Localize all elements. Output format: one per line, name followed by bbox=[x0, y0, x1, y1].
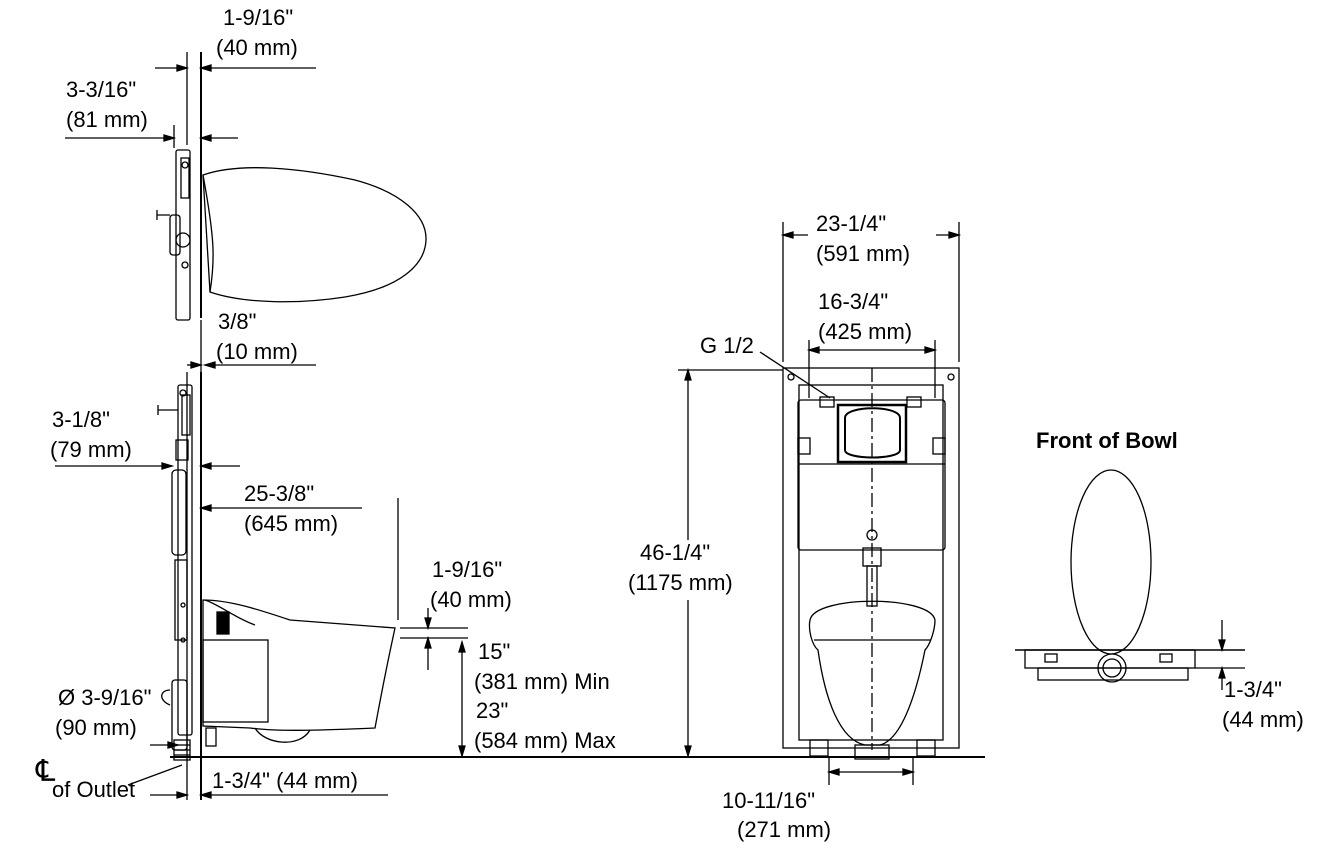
seat-thickness-mm-label: (40 mm) bbox=[430, 587, 512, 612]
top-gap-mm-label: (10 mm) bbox=[216, 339, 298, 364]
top-water-in-label: 1-9/16" bbox=[223, 5, 294, 30]
front-offset-mm-label: (44 mm) bbox=[1222, 707, 1304, 732]
feet-width-in-label: 10-11/16" bbox=[722, 788, 816, 813]
outlet-offset-label: 1-3/4" (44 mm) bbox=[212, 768, 358, 793]
seat-thickness-in-label: 1-9/16" bbox=[432, 557, 503, 582]
bowl-depth-mm-label: (645 mm) bbox=[244, 511, 339, 536]
height-min-in-label: 15" bbox=[478, 639, 511, 664]
centerline-symbol: ℄ bbox=[36, 755, 56, 788]
side-frame-mm-label: (79 mm) bbox=[50, 437, 132, 462]
outlet-dia-mm-label: (90 mm) bbox=[55, 715, 137, 740]
connection-label: G 1/2 bbox=[700, 333, 754, 358]
side-frame-in-label: 3-1/8" bbox=[52, 407, 110, 432]
top-view bbox=[65, 52, 427, 375]
top-frame-in-label: 3-3/16" bbox=[66, 77, 137, 102]
top-water-mm-label: (40 mm) bbox=[216, 35, 298, 60]
front-of-bowl-title: Front of Bowl bbox=[1036, 428, 1178, 453]
top-gap-in-label: 3/8" bbox=[218, 309, 257, 334]
height-min-mm-label: (381 mm) Min bbox=[474, 669, 610, 694]
outlet-centerline-label: of Outlet bbox=[52, 777, 136, 802]
front-offset-in-label: 1-3/4" bbox=[1224, 677, 1282, 702]
bowl-depth-in-label: 25-3/8" bbox=[244, 481, 315, 506]
front-of-bowl-view bbox=[1015, 469, 1245, 690]
top-frame-mm-label: (81 mm) bbox=[66, 107, 148, 132]
feet-width-mm-label: (271 mm) bbox=[737, 817, 832, 842]
frame-height-in-label: 46-1/4" bbox=[640, 540, 711, 565]
outlet-dia-in-label: Ø 3-9/16" bbox=[58, 685, 152, 710]
frame-width-mm-label: (591 mm) bbox=[816, 241, 911, 266]
height-max-mm-label: (584 mm) Max bbox=[474, 728, 616, 753]
height-max-in-label: 23" bbox=[476, 698, 509, 723]
frame-height-mm-label: (1175 mm) bbox=[628, 570, 733, 595]
inner-width-in-label: 16-3/4" bbox=[818, 289, 889, 314]
side-view bbox=[55, 372, 468, 800]
frame-width-in-label: 23-1/4" bbox=[816, 211, 887, 236]
front-view bbox=[678, 222, 962, 785]
inner-width-mm-label: (425 mm) bbox=[818, 319, 913, 344]
